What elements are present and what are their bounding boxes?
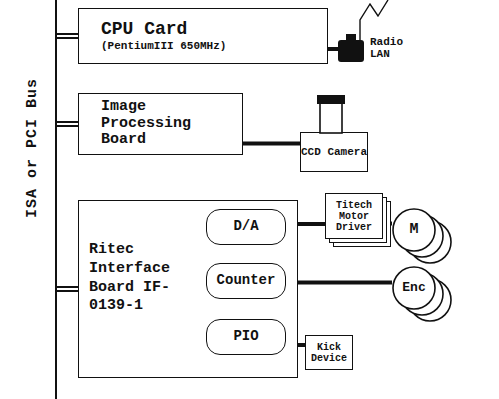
node-illustration	[392, 266, 454, 324]
kick-device-box: Kick Device	[305, 335, 353, 370]
motor-driver-box: Titech Motor Driver	[325, 193, 383, 239]
cpu-card-box: CPU Card(PentiumIII 650MHz)	[78, 8, 328, 64]
node-sublabel: (PentiumIII 650MHz)	[101, 40, 327, 52]
counter-module: Counter	[206, 263, 286, 299]
node-label: ISA or PCI Bus	[24, 78, 41, 218]
cable-connector	[286, 282, 392, 283]
node-label: M	[392, 222, 436, 239]
node-label: Counter	[217, 273, 276, 288]
bus-connector	[57, 36, 78, 37]
ccd-camera: CCD Camera	[300, 132, 368, 172]
cable-connector	[243, 143, 300, 144]
node-label: CPU Card	[101, 20, 327, 40]
cable-connector	[383, 223, 392, 224]
node-illustration	[392, 208, 454, 266]
node-label: D/A	[233, 219, 258, 234]
cable-connector	[328, 49, 338, 50]
bus-band: ISA or PCI Bus	[10, 0, 57, 399]
node-label: CCD Camera	[301, 146, 367, 158]
node-illustration	[301, 93, 363, 133]
motor-symbol: M	[392, 208, 436, 252]
interface-board-box: Ritec Interface Board IF-0139-1 D/A Counte…	[78, 200, 298, 378]
da-module: D/A	[206, 209, 286, 245]
node-label: Kick Device	[306, 342, 352, 364]
node-label: Ritec Interface Board IF-0139-1	[89, 241, 201, 316]
image-board-box: Image Processing Board	[78, 93, 243, 155]
radio-lan-device: Radio LAN	[338, 34, 418, 64]
node-label: Image Processing Board	[101, 99, 213, 149]
encoder-symbol: Enc	[392, 266, 436, 310]
pio-module: PIO	[206, 319, 286, 355]
node-label: Radio LAN	[370, 36, 416, 60]
node-label: Titech Motor Driver	[326, 200, 382, 233]
node-label: PIO	[233, 329, 258, 344]
bus-connector	[57, 124, 78, 125]
node-label: Enc	[392, 281, 436, 295]
bus-connector	[57, 289, 78, 290]
